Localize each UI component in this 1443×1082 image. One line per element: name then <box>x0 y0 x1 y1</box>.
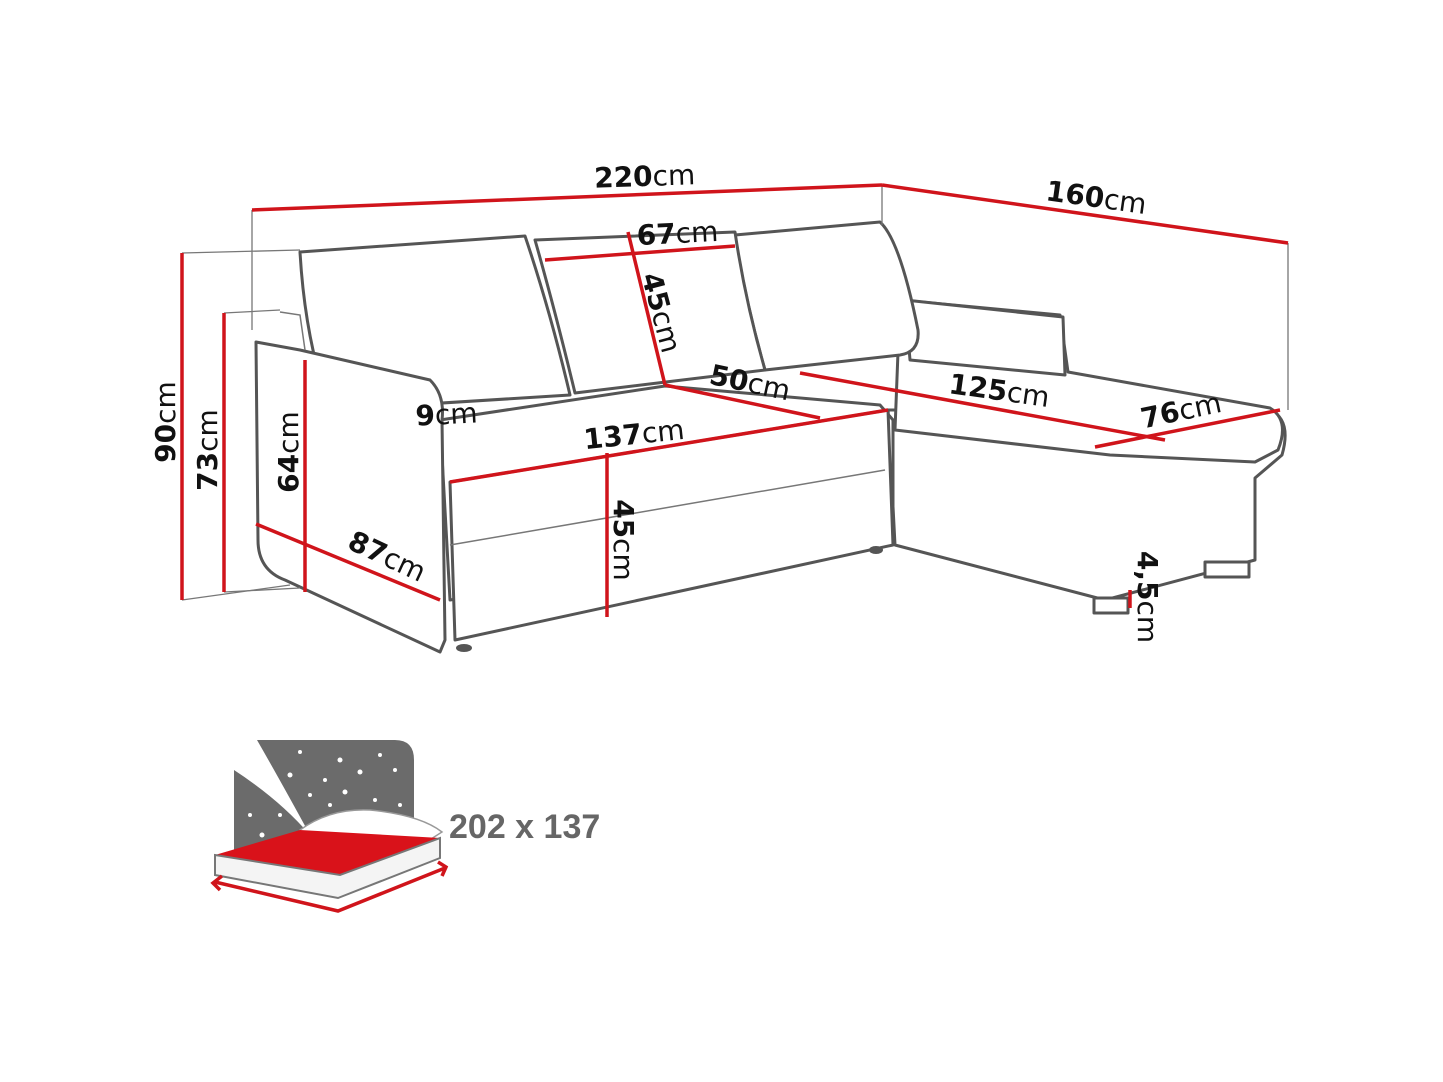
stars <box>248 750 402 838</box>
label-chaise-depth: 160cm <box>1044 174 1149 221</box>
label-seat-width: 137cm <box>582 413 686 456</box>
leg <box>1203 560 1251 579</box>
bed-icon: 202 x 137 <box>210 740 600 913</box>
dim-line-137 <box>449 408 889 484</box>
label-total-width: 220cm <box>594 158 696 195</box>
dim-line-160 <box>881 183 1289 245</box>
label-armrest-width: 9cm <box>415 396 479 432</box>
left-armrest <box>254 340 447 654</box>
label-armrest-height: 64cm <box>272 411 305 493</box>
dim-line-45-back <box>626 231 667 386</box>
leg <box>869 546 883 554</box>
dim-line-87 <box>255 522 441 602</box>
label-leg-height: 4,5cm <box>1131 551 1164 643</box>
dim-line-220 <box>251 183 883 212</box>
dimension-lines <box>180 183 1289 617</box>
sleeping-area-label: 202 x 137 <box>449 808 600 846</box>
dim-line-125 <box>799 371 1166 442</box>
back-cushion-middle <box>533 230 767 395</box>
label-seat-height: 45cm <box>607 499 640 581</box>
extension-lines <box>181 185 1289 601</box>
dim-line-67 <box>544 244 736 262</box>
leg <box>1092 596 1130 615</box>
leg <box>456 644 472 652</box>
label-total-height: 90cm <box>149 381 182 463</box>
dimension-arrow <box>210 860 449 913</box>
dim-line-50 <box>664 383 821 420</box>
back-cushion-right <box>733 220 920 372</box>
mattress <box>214 836 441 900</box>
dim-line-76 <box>1094 408 1281 449</box>
label-chaise-length: 125cm <box>947 367 1052 414</box>
label-back-height: 73cm <box>191 409 224 491</box>
label-cushion-width: 67cm <box>636 215 719 252</box>
